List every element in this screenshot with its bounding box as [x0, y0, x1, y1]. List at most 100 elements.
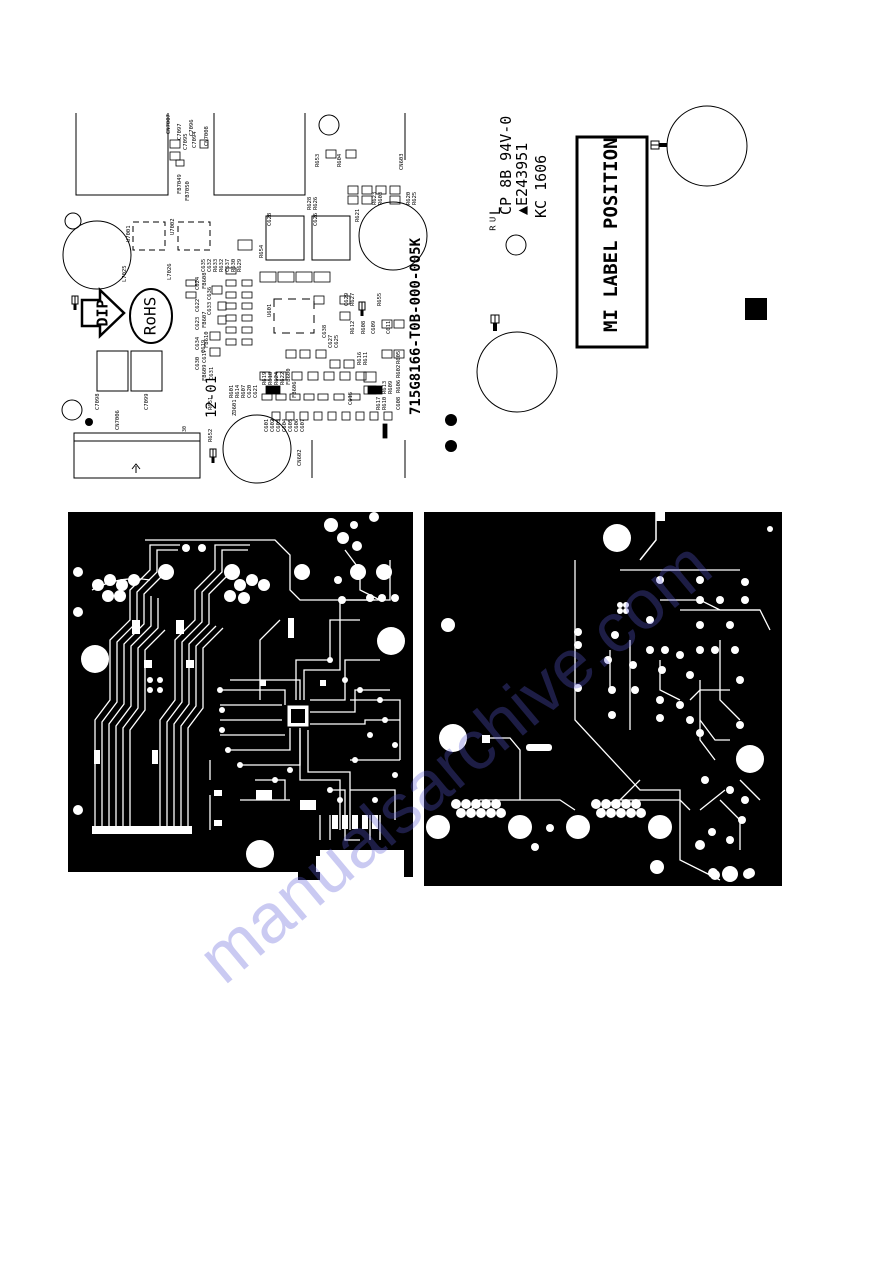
- mounting-hole: [64, 212, 82, 230]
- board-holes: [73, 512, 405, 868]
- part-number: 715G8166-T0B-000-005K: [408, 237, 424, 415]
- smd-outline: [307, 371, 319, 381]
- smd-outline: [241, 279, 253, 287]
- refdes-c632: C632: [207, 259, 213, 272]
- large-capacitor-outline: [222, 414, 292, 484]
- ul-mark: ᴿᵁL: [488, 207, 504, 232]
- pad: [288, 618, 294, 638]
- smd-outline: [285, 349, 297, 359]
- smd-outline: [275, 371, 287, 381]
- pad: [741, 596, 749, 604]
- pad: [377, 697, 383, 703]
- pad: [629, 661, 637, 669]
- pad: [338, 596, 346, 604]
- smd-outline: [175, 159, 185, 167]
- pad: [320, 680, 326, 686]
- pad: [456, 808, 466, 818]
- smd-outline: [381, 319, 393, 329]
- refdes-c634: C634: [195, 336, 201, 350]
- refdes-c7096: C7096: [189, 119, 195, 136]
- refdes-r630: R630: [231, 259, 237, 272]
- pad: [676, 701, 684, 709]
- pad: [611, 799, 621, 809]
- smd-outline: [217, 315, 227, 325]
- pad: [157, 677, 163, 683]
- smd-filled: [367, 385, 383, 395]
- pad: [367, 732, 373, 738]
- pad: [234, 579, 246, 591]
- pad: [636, 808, 646, 818]
- pad: [332, 815, 338, 829]
- refdes-r603: R603: [378, 192, 384, 205]
- pad: [591, 799, 601, 809]
- smd-outline: [339, 371, 351, 381]
- refdes-r621: R621: [355, 209, 361, 222]
- pad: [491, 799, 501, 809]
- pad: [376, 564, 392, 580]
- trace: [699, 680, 716, 761]
- refdes-cn7008: CN7008: [204, 126, 210, 146]
- refdes-r626: R626: [313, 197, 319, 210]
- smd-outline: [339, 295, 351, 305]
- smd-outline: [225, 326, 237, 334]
- smd-outline: [313, 411, 323, 421]
- refdes-c611: C611: [386, 321, 392, 334]
- smd-outline: [291, 371, 303, 381]
- pad: [726, 621, 734, 629]
- pad: [219, 727, 225, 733]
- pad: [656, 696, 664, 704]
- refdes-fb600: FB600: [286, 368, 292, 385]
- pad: [701, 776, 709, 784]
- pad: [392, 772, 398, 778]
- inductor-outline: [96, 350, 129, 392]
- screw-icon: [209, 448, 217, 463]
- smd-outline: [389, 185, 401, 195]
- refdes-r612: R612: [350, 321, 356, 334]
- trace: [255, 779, 286, 800]
- board-material: CP 8B 94V-0: [497, 116, 515, 215]
- pad: [378, 594, 386, 602]
- pad: [574, 641, 582, 649]
- smd-filled: [382, 423, 388, 439]
- smd-outline: [225, 302, 237, 310]
- refdes-r624: R624: [274, 371, 280, 385]
- smd-outline: [315, 349, 327, 359]
- trace: [108, 573, 165, 830]
- pad: [352, 541, 362, 551]
- refdes-c635: C635: [201, 259, 207, 272]
- pad: [342, 677, 348, 683]
- pad: [238, 592, 250, 604]
- board-edge-trace: [639, 512, 657, 561]
- pad: [710, 870, 720, 880]
- pad: [94, 750, 100, 764]
- refdes-r653: R653: [315, 154, 321, 167]
- smd-outline: [237, 239, 253, 251]
- refdes-r604: R604: [337, 153, 343, 167]
- trace: [739, 779, 761, 801]
- refdes-c624: C624: [195, 276, 201, 290]
- refdes-zd601: ZD601: [232, 399, 238, 416]
- refdes-c621: C621: [253, 385, 259, 398]
- trace: [122, 598, 159, 830]
- pad: [716, 596, 724, 604]
- ul-circle: [505, 234, 527, 256]
- refdes-r629: R629: [237, 259, 243, 272]
- pad: [526, 744, 552, 751]
- pad: [623, 602, 629, 608]
- refdes-r606: R606: [396, 380, 402, 393]
- refdes-c620: C620: [247, 385, 253, 398]
- smd-outline: [339, 311, 351, 321]
- refdes-r654: R654: [259, 244, 265, 258]
- refdes-c636: C636: [207, 287, 213, 300]
- smd-outline: [313, 271, 331, 283]
- refdes-fb607: FB607: [202, 311, 208, 328]
- pad: [656, 714, 664, 722]
- trace: [187, 627, 224, 830]
- pad: [350, 564, 366, 580]
- smd-component-outlines: [169, 139, 405, 439]
- trace: [225, 728, 291, 751]
- pad: [596, 808, 606, 818]
- smd-outline: [285, 411, 295, 421]
- connector-body-cn7006: [73, 432, 201, 442]
- connector-outline-cn7008: [213, 113, 306, 196]
